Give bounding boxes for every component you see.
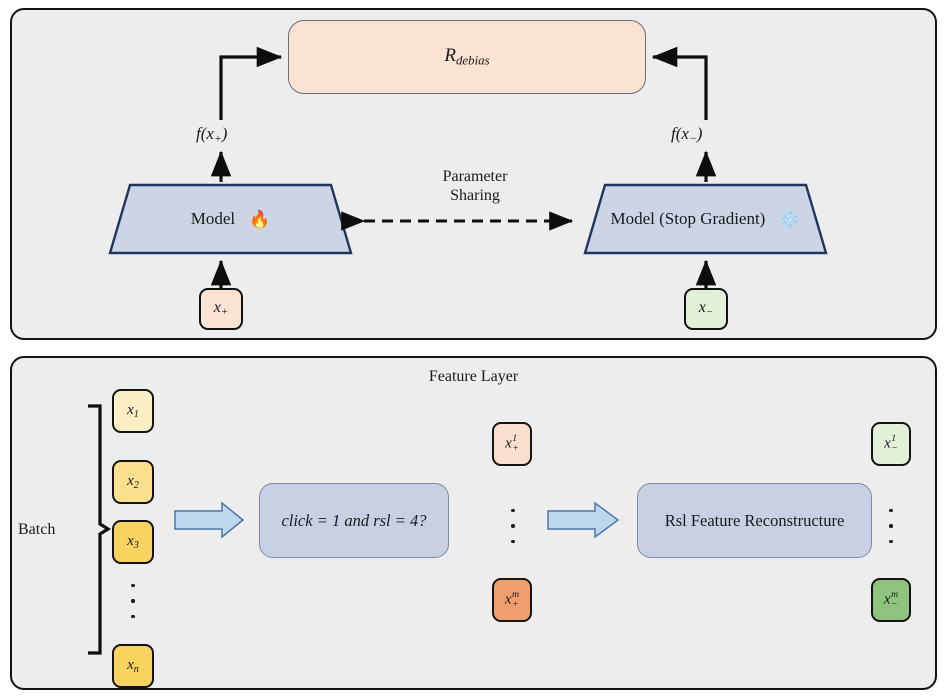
left-output-sign: + [213,132,222,146]
x1-sub: 1 [133,408,139,420]
rsl-feature-reconstructure-box: Rsl Feature Reconstructure [637,483,872,558]
xn-sub: n [133,663,139,675]
xp1-sub: + [512,443,519,454]
model-trainable-block: Model 🔥 [108,183,353,255]
batch-item-x2: x2 [112,460,154,504]
xminus-sign: − [705,306,714,319]
cond-val1: 1 [331,510,341,530]
trapezoid-shape-right [583,183,828,255]
fire-emoji-icon: 🔥 [249,209,271,229]
input-chip-x-positive: x+ [199,288,243,330]
positive-features-ellipsis-icon [508,509,518,543]
xm1-indices: 1− [891,432,898,454]
batch-item-x1: x1 [112,389,154,433]
cond-key1: click [281,510,313,530]
x2-base: x [127,473,134,490]
model-right-label: Model (Stop Gradient) [610,209,766,228]
input-chip-x-negative: x− [684,288,728,330]
input-chip-x-positive-label: x+ [214,299,228,318]
cond-conjunction: and [344,510,370,530]
batch-item-x3: x3 [112,520,154,564]
input-chip-x-negative-label: x− [699,299,713,318]
left-output-fn: f [196,124,201,143]
cond-val2: 4? [410,510,427,530]
trapezoid-shape-left [108,183,353,255]
batch-label: Batch [18,521,56,538]
batch-item-x2-label: x2 [127,473,139,491]
feature-layer-title: Feature Layer [428,368,519,385]
condition-filter-box: click = 1 and rsl = 4? [259,483,449,558]
xpm-indices: m+ [512,588,520,610]
xplus-base: x [213,299,221,317]
cond-key2: rsl [373,510,391,530]
xn-base: x [127,657,134,674]
xminus-base: x [698,299,706,317]
model-right-label-group: Model (Stop Gradient) ❄️ [610,209,800,229]
regularizer-symbol: R [444,45,456,67]
xp1-sup: 1 [512,432,518,444]
model-left-label: Model [190,209,236,228]
batch-ellipsis-icon [128,584,138,618]
parameter-sharing-line1: Parameter [442,168,508,185]
xpm-sub: + [512,599,519,610]
model-left-label-group: Model 🔥 [191,209,271,229]
x3-base: x [127,533,134,550]
xmm-indices: m− [891,588,899,610]
xmm-base: x [883,591,891,608]
left-output-arg: x [206,124,214,143]
parameter-sharing-line2: Sharing [450,186,500,204]
xmm-sub: − [891,599,898,610]
xp1-indices: 1+ [512,432,519,454]
x1-base: x [127,402,134,419]
parameter-sharing-caption: Parameter Sharing [380,168,570,206]
right-output-sign: − [688,132,697,146]
batch-item-x3-label: x3 [127,533,139,551]
x2-sub: 2 [133,479,139,491]
right-output-arg: x [681,124,689,143]
batch-item-xn-label: xn [127,657,139,675]
condition-filter-text: click = 1 and rsl = 4? [281,510,427,530]
regularizer-subscript: debias [455,52,490,68]
batch-item-x1-label: x1 [127,402,139,420]
right-output-label: f(x−) [671,124,703,146]
snowflake-emoji-icon: ❄️ [779,209,801,229]
regularizer-label: Rdebias [444,45,489,69]
xm1-base: x [884,435,891,452]
xmm-sup: m [891,588,899,600]
xm1-sup: 1 [891,432,897,444]
rsl-feature-reconstructure-text: Rsl Feature Reconstructure [664,510,845,530]
xm1-sub: − [891,443,898,454]
x3-sub: 3 [133,539,139,551]
regularizer-debias-box: Rdebias [288,20,646,94]
left-output-label: f(x+) [196,124,228,146]
xpm-base: x [504,591,512,608]
xplus-sign: + [220,306,229,319]
xpm-sup: m [512,588,520,600]
model-stopgradient-block: Model (Stop Gradient) ❄️ [583,183,828,255]
xp1-base: x [505,435,512,452]
right-output-fn: f [671,124,676,143]
batch-item-xn: xn [112,644,154,688]
negative-features-ellipsis-icon [886,509,896,543]
